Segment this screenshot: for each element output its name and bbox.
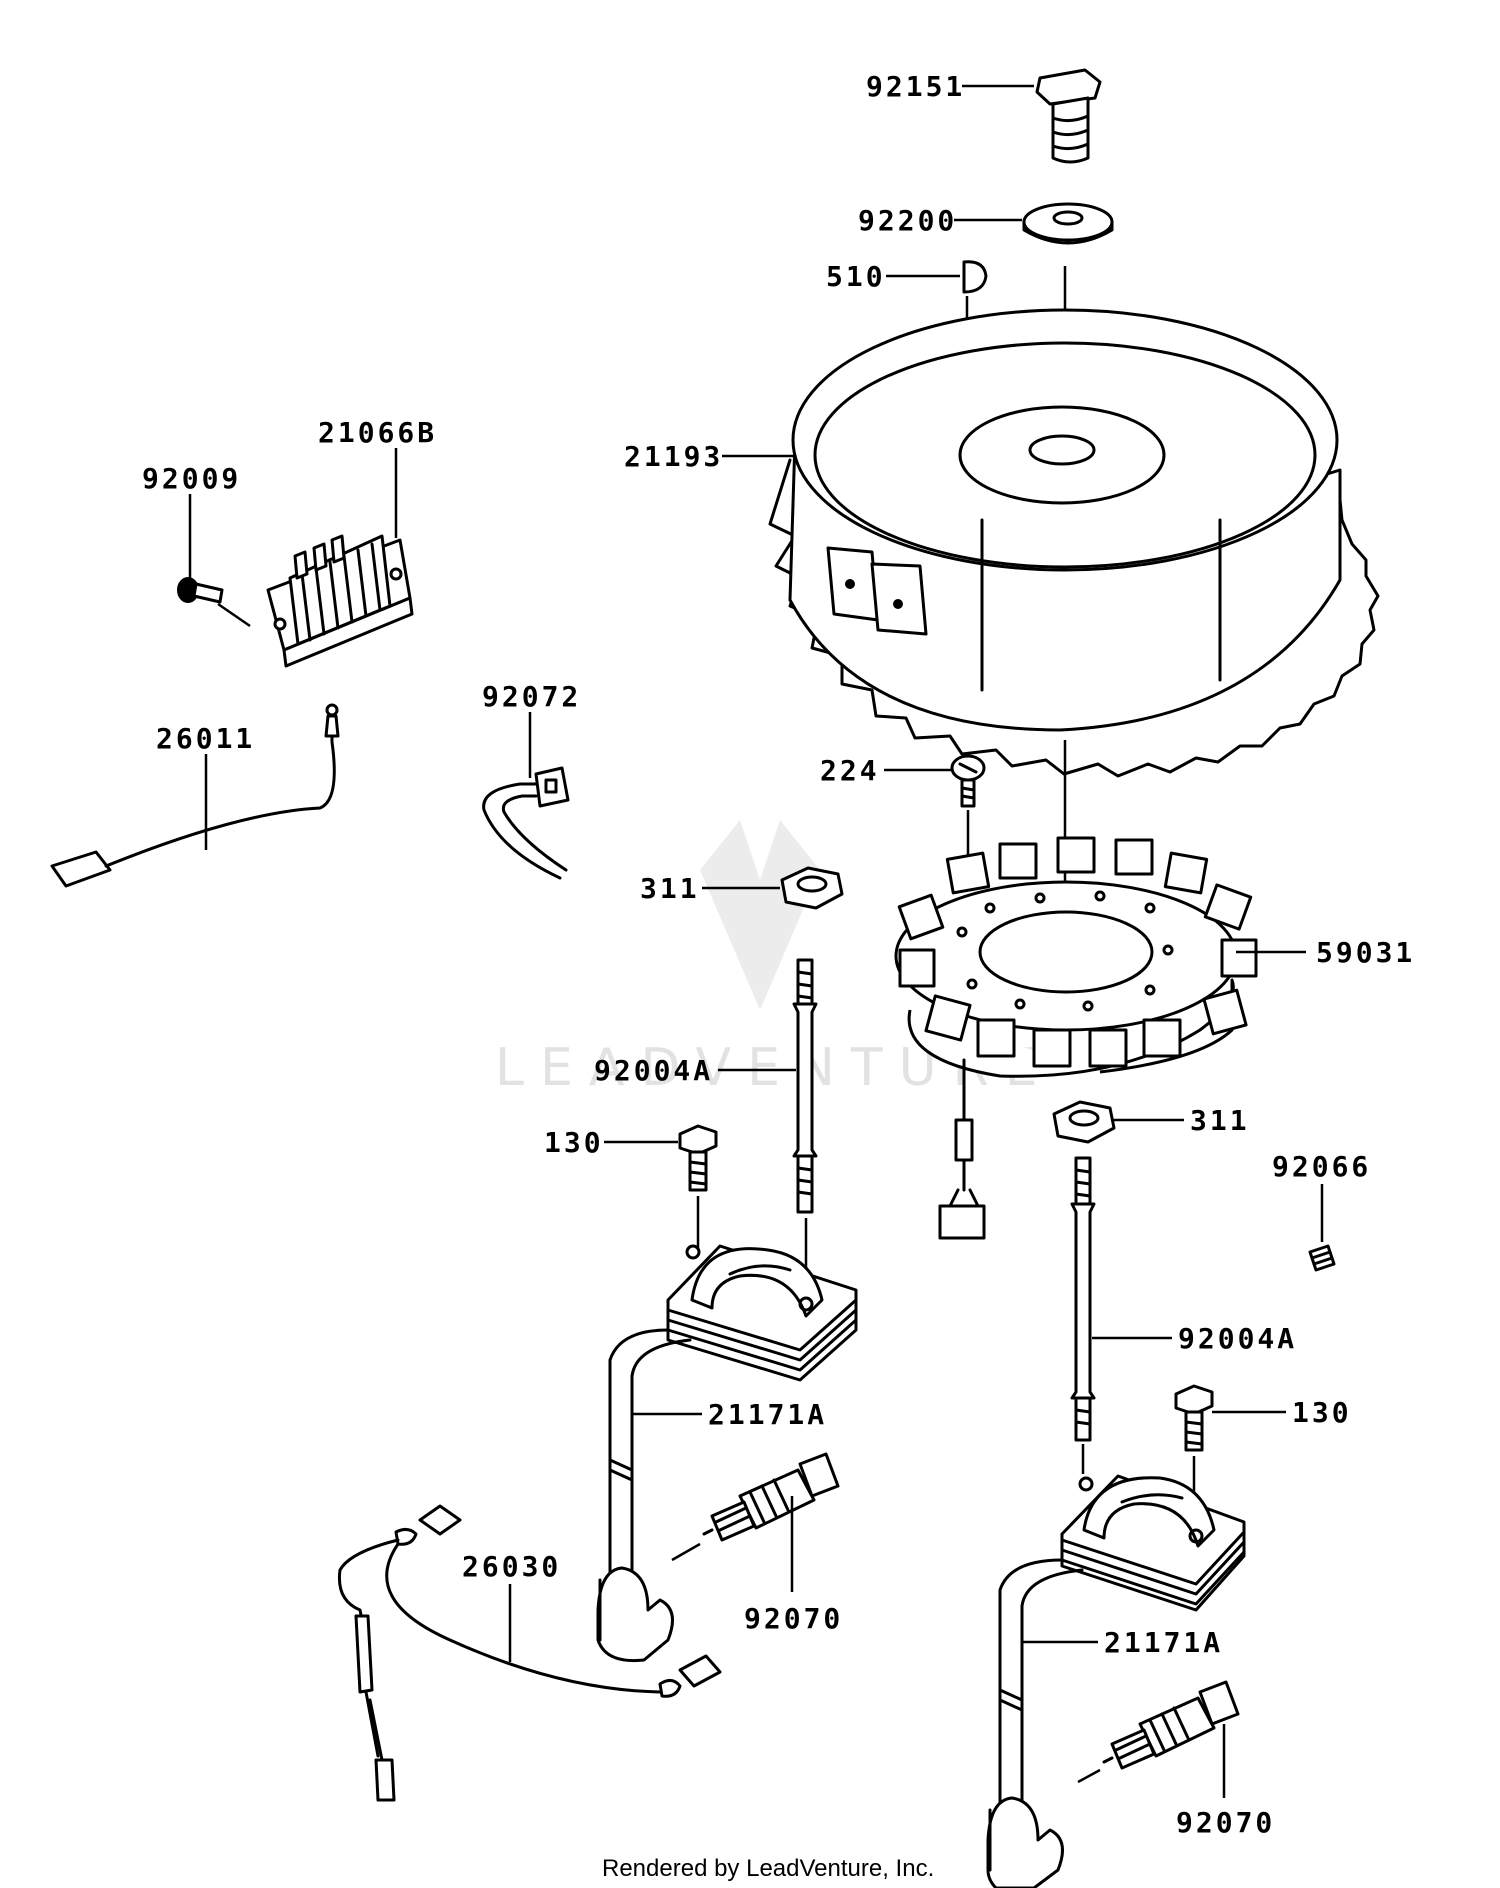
regulator-21066b[interactable] [266,534,414,668]
callout-510: 510 [826,260,886,293]
lead-wire-26030[interactable] [337,1504,722,1802]
callout-92004a-right: 92004A [1178,1322,1297,1355]
callout-130-right: 130 [1292,1396,1352,1429]
callout-21066b: 21066B [318,416,437,449]
screw-224[interactable] [950,754,986,808]
callout-224: 224 [820,754,880,787]
flywheel-magnet [826,546,928,636]
bolt-130-right[interactable] [1174,1384,1214,1452]
ignition-coil-21171a-right[interactable] [986,1474,1246,1888]
stud-92004a-left[interactable] [792,958,818,1214]
callout-21193: 21193 [624,440,723,473]
callout-21171a-left: 21171A [708,1398,827,1431]
callout-130-left: 130 [544,1126,604,1159]
callout-59031: 59031 [1316,936,1415,969]
ignition-coil-21171a-left[interactable] [596,1244,858,1663]
set-screw-92066[interactable] [1308,1244,1336,1272]
stud-92004a-right[interactable] [1070,1156,1096,1442]
stator-holes [956,890,1174,1012]
axis-line-plug-left [671,1542,701,1562]
callout-92151: 92151 [866,70,965,103]
callout-92004a-left: 92004A [594,1054,713,1087]
screw-92009[interactable] [177,577,224,604]
callout-21171a-right: 21171A [1104,1626,1223,1659]
nut-311-right[interactable] [1052,1100,1116,1144]
washer-92200[interactable] [1022,202,1114,245]
callout-92072: 92072 [482,680,581,713]
stator-59031[interactable] [894,836,1258,1240]
nut-311-left[interactable] [780,866,844,910]
band-clamp-92072[interactable] [482,766,570,880]
callout-311-left: 311 [640,872,700,905]
callout-26030: 26030 [462,1550,561,1583]
bolt-130-left[interactable] [678,1124,718,1192]
credit-text: Rendered by LeadVenture, Inc. [602,1855,934,1882]
callout-92070-right: 92070 [1176,1806,1275,1839]
lead-wire-26011[interactable] [50,703,340,888]
axis-line-plug-right [1077,1768,1101,1784]
callout-92200: 92200 [858,204,957,237]
callout-92009: 92009 [142,462,241,495]
flywheel-21193[interactable] [768,308,1380,778]
callout-311-right: 311 [1190,1104,1250,1137]
spark-plug-92070-left[interactable] [702,1452,840,1542]
leader-lines [188,84,1324,1798]
callout-92066: 92066 [1272,1150,1371,1183]
watermark-logo-icon [700,820,820,1010]
spark-plug-92070-right[interactable] [1102,1680,1240,1770]
callout-92070-left: 92070 [744,1602,843,1635]
bolt-92151[interactable] [1035,68,1102,164]
callout-26011: 26011 [156,722,255,755]
key-510[interactable] [962,260,988,294]
stator-teeth [897,836,1258,1068]
